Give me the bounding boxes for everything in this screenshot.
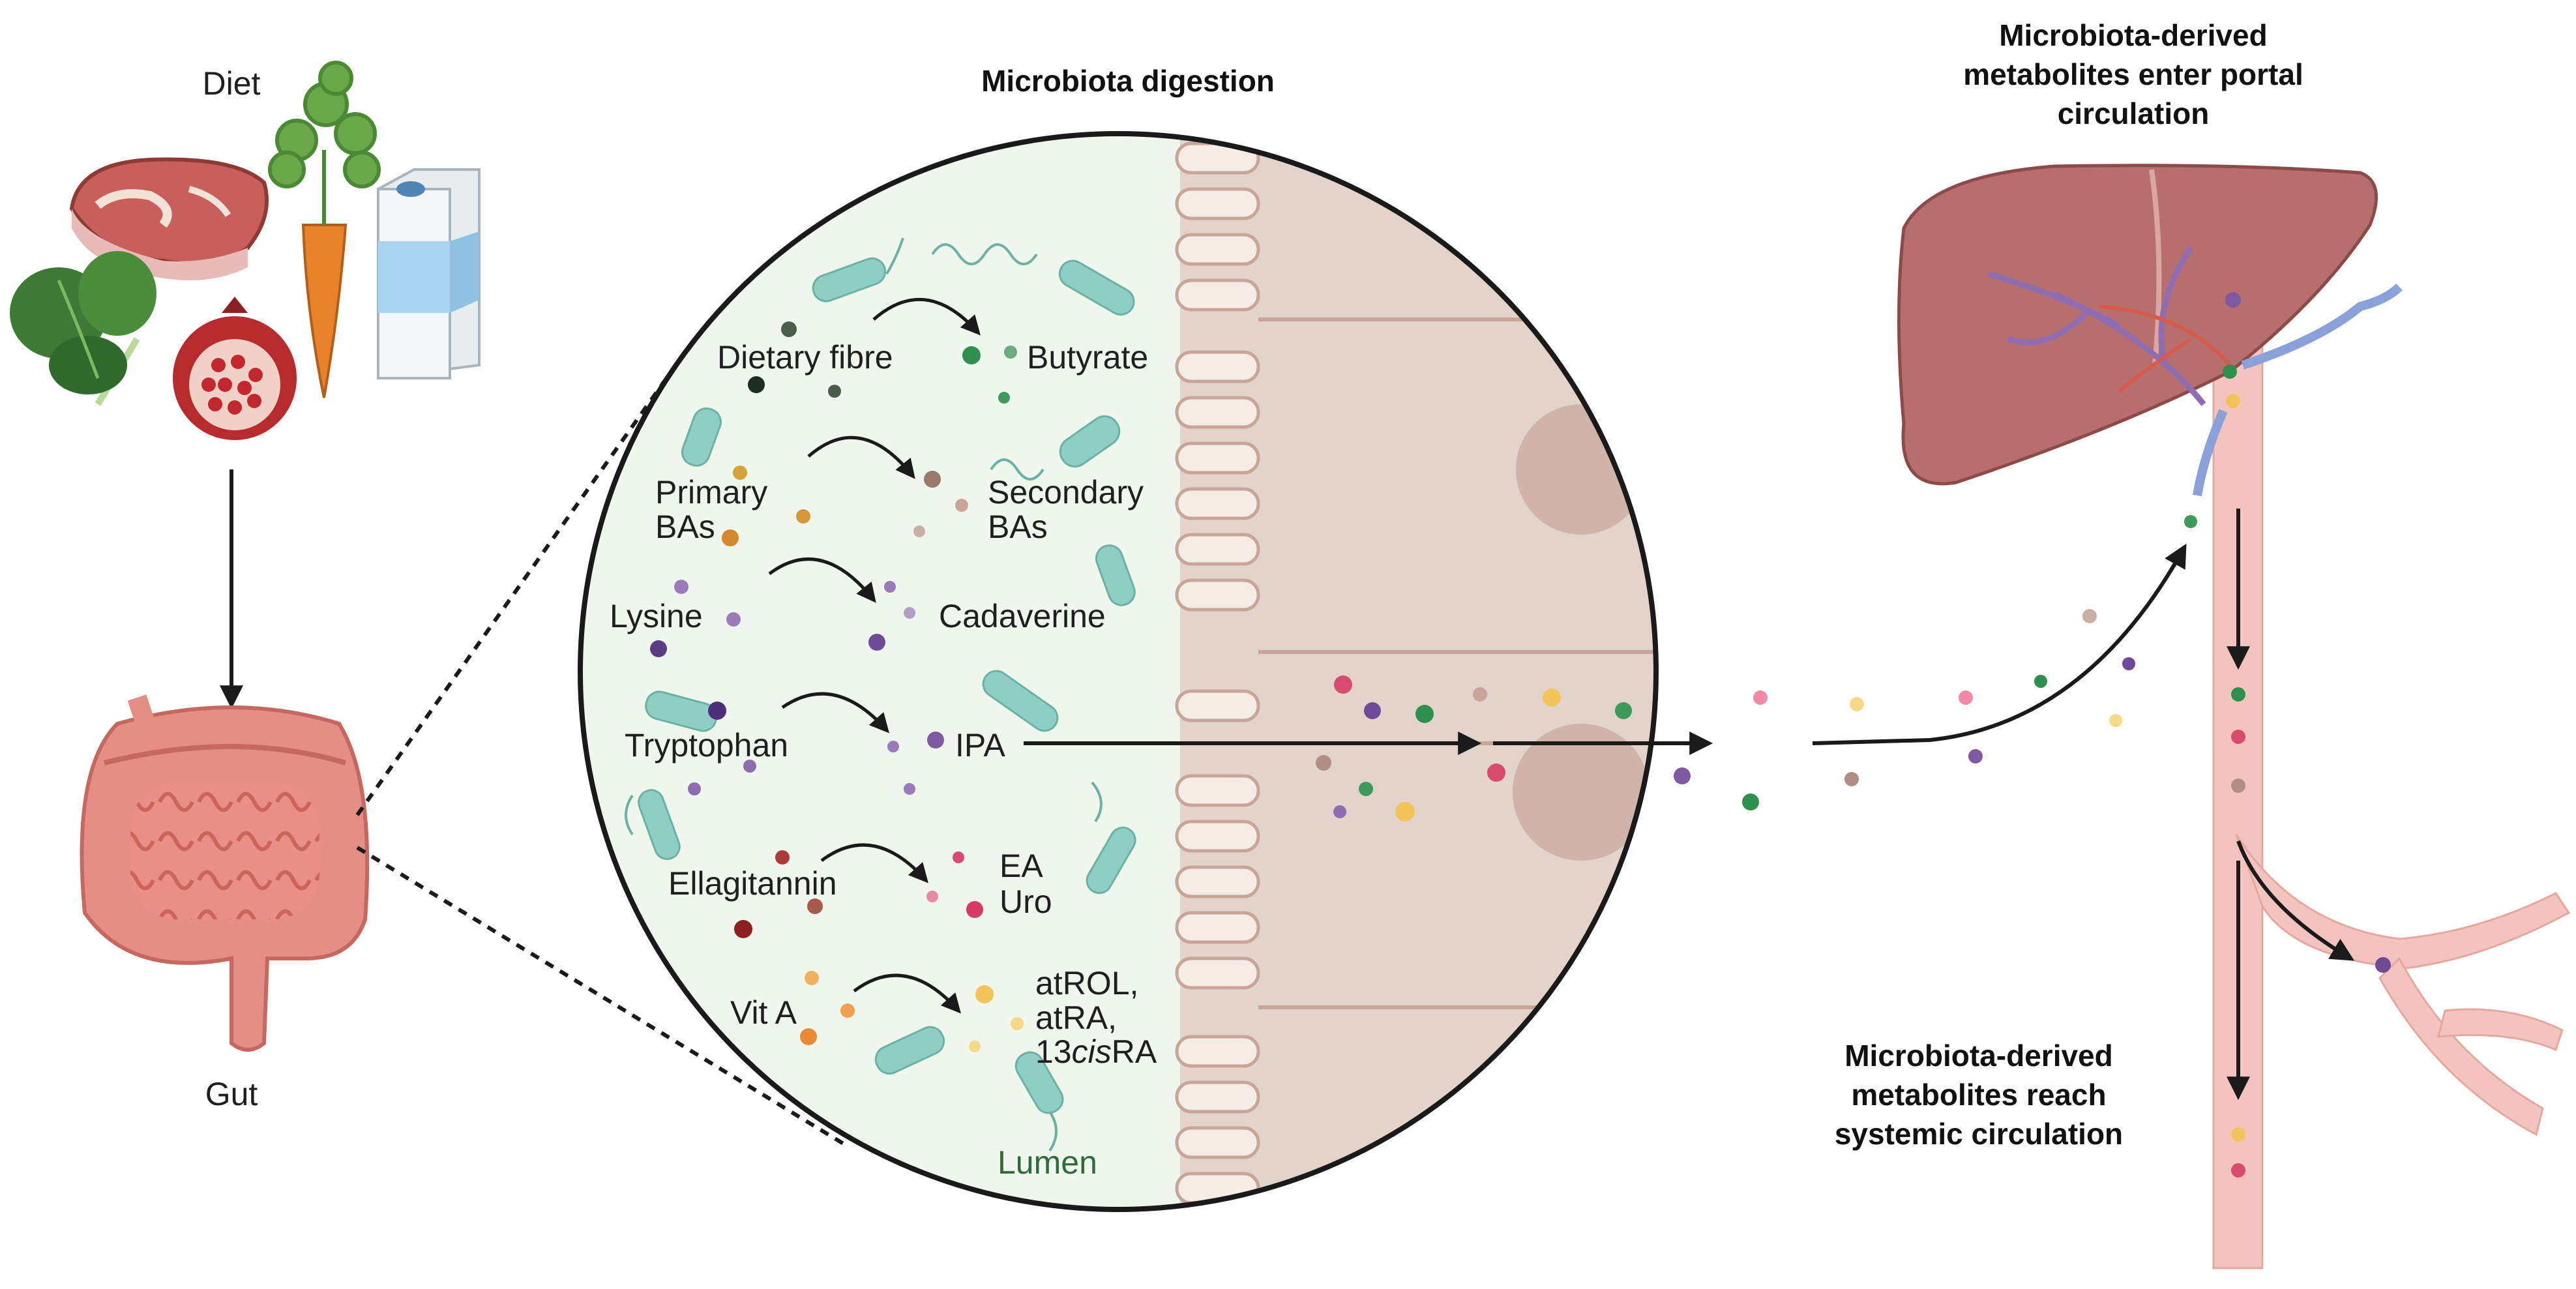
label-butyrate: Butyrate [1027,339,1148,376]
conversion-arrows [768,298,981,1014]
pomegranate-icon [173,297,297,440]
portal-title: Microbiota-derived metabolites enter por… [1963,18,2303,130]
villi [1175,141,1260,1205]
milk-carton-icon [377,168,481,380]
spinach-icon [10,251,156,406]
vessel-branch [2235,834,2571,970]
label-vit-a: Vit A [730,994,797,1031]
to-portal-arrow [1812,543,2187,745]
zoom-line-bottom [356,846,846,1146]
systemic-title: Microbiota-derived metabolites reach sys… [1835,1039,2123,1151]
bacteria [638,257,1136,1114]
metabolite-dots [650,321,1632,1052]
label-primary-bas-line1: Primary [655,474,767,511]
digestion-title: Microbiota digestion [981,64,1275,98]
label-primary-bas-line2: BAs [655,509,715,545]
circulating-metabolites [1674,609,2135,810]
label-atra: atRA, [1035,1000,1117,1036]
label-uro: Uro [999,883,1052,920]
svg-text:metabolites enter portal: metabolites enter portal [1963,57,2303,91]
label-ea: EA [999,848,1043,884]
vessel-metabolites [2184,292,2391,1178]
label-cadaverine: Cadaverine [939,598,1106,634]
conversion-labels: Dietary fibre Butyrate Primary BAs Secon… [610,339,1157,1181]
label-dietary-fibre: Dietary fibre [717,339,893,376]
svg-text:systemic circulation: systemic circulation [1835,1117,2123,1151]
cell-nucleus [1513,724,1650,861]
gut-label: Gut [205,1076,258,1112]
label-lysine: Lysine [610,598,703,634]
svg-text:Microbiota-derived: Microbiota-derived [1844,1039,2113,1073]
label-atrol: atROL, [1035,965,1138,1001]
cell-nucleus [1516,404,1646,535]
lumen-label: Lumen [998,1144,1097,1181]
intestine-icon [80,694,370,1052]
zoom-line-top [355,361,680,816]
svg-text:circulation: circulation [2058,96,2210,130]
label-tryptophan: Tryptophan [625,727,788,763]
liver-icon [1897,164,2403,497]
svg-text:metabolites reach: metabolites reach [1851,1078,2106,1112]
diet-title: Diet [203,65,261,102]
magnify-circle [578,131,1659,1212]
label-13cisra: 13cisRA [1035,1033,1157,1070]
label-ipa: IPA [955,727,1006,763]
label-secondary-bas-line1: Secondary [988,474,1144,511]
svg-text:Microbiota-derived: Microbiota-derived [1999,18,2268,52]
label-ellagitannin: Ellagitannin [668,865,837,902]
label-secondary-bas-line2: BAs [988,509,1048,545]
vessel-arrow-branch [2236,840,2355,961]
systemic-vessel [2212,325,2264,1269]
carrot-icon [268,61,381,398]
